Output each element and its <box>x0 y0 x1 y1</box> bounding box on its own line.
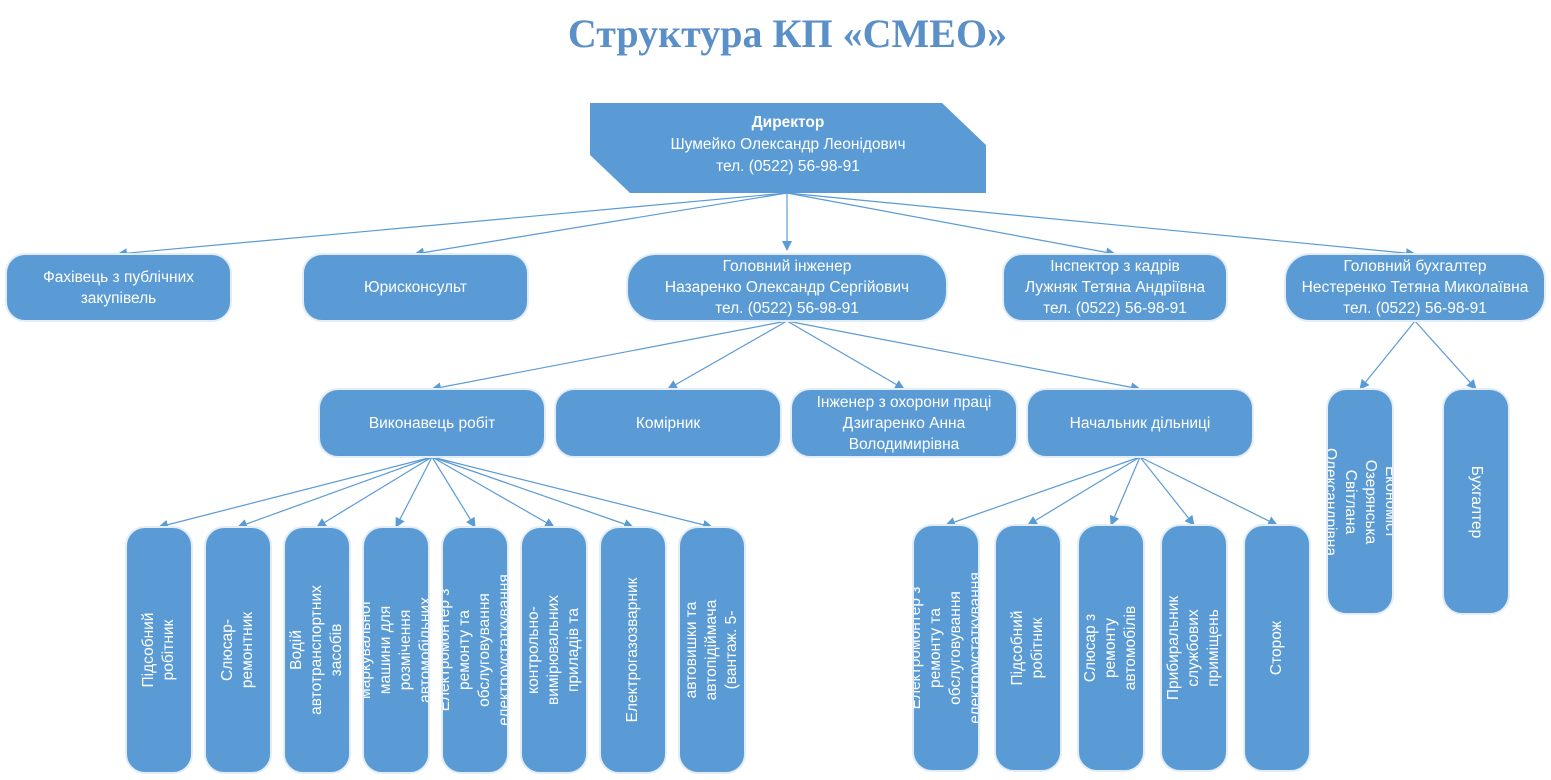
hr-inspector-box: Інспектор з кадрів Лужняк Тетяна Андріїв… <box>1002 253 1228 322</box>
site-staff-box: Прибиральник службових приміщень <box>1160 524 1228 772</box>
director-phone: тел. (0522) 56-98-91 <box>716 158 860 175</box>
economist-box: Економіст Озерянська Світлана Олександрі… <box>1326 388 1394 615</box>
lawyer-label: Юрисконсульт <box>364 279 467 296</box>
foreman-staff-label: Підсобний робітник <box>140 612 177 688</box>
site-staff-label: Сторож <box>1268 620 1285 676</box>
foreman-staff-box: Слюсар-ремонтник <box>204 526 272 774</box>
site-staff-box: Електромонтер з ремонту та обслуговуванн… <box>912 524 980 772</box>
site-staff-box: Сторож <box>1243 524 1311 772</box>
director-box <box>590 103 986 193</box>
foreman-staff-label: Машиніст маркувальної машини для розміче… <box>362 597 430 703</box>
director-role: Директор <box>751 114 825 131</box>
chief-accountant-label: Головний бухгалтер Нестеренко Тетяна Мик… <box>1301 258 1529 317</box>
chief-engineer-box: Головний інженер Назаренко Олександр Сер… <box>626 253 948 322</box>
page-title: Структура КП «СМЕО» <box>567 11 1008 56</box>
director-text: Директор Шумейко Олександр Леонідович те… <box>590 112 986 178</box>
foreman-staff-label: Водій автотранспортних засобів <box>288 585 345 715</box>
foreman-staff-label: Електромонтер з ремонту та обслуговуванн… <box>441 574 509 726</box>
foreman-box: Виконавець робіт <box>318 388 546 458</box>
procurement-specialist-box: Фахівець з публічних закупівель <box>5 253 232 322</box>
site-staff-label: Електромонтер з ремонту та обслуговуванн… <box>912 572 980 724</box>
procurement-specialist-label: Фахівець з публічних закупівель <box>43 268 194 307</box>
chief-engineer-label: Головний інженер Назаренко Олександр Сер… <box>664 258 910 317</box>
foreman-staff-box: Електрогазозварник <box>599 526 667 774</box>
foreman-label: Виконавець робіт <box>368 414 496 432</box>
chief-accountant-box: Головний бухгалтер Нестеренко Тетяна Мик… <box>1284 253 1546 322</box>
site-staff-box: Слюсар з ремонту автомобілів <box>1077 524 1145 772</box>
foreman-staff-label: Слюсар-ремонтник <box>219 611 256 689</box>
foreman-staff-box: Машиніст маркувальної машини для розміче… <box>362 526 430 774</box>
lawyer-box: Юрисконсульт <box>302 253 529 322</box>
site-staff-box: Підсобний робітник <box>994 524 1062 772</box>
site-head-label: Начальник дільниці <box>1069 414 1211 432</box>
storekeeper-label: Комірник <box>635 414 701 432</box>
foreman-staff-label: Електрогазозварник <box>624 577 641 723</box>
foreman-staff-label: Налагоджувальник контрольно-вимірювальни… <box>520 581 588 719</box>
foreman-staff-box: Електромонтер з ремонту та обслуговуванн… <box>441 526 509 774</box>
bookkeeper-label: Бухгалтер <box>1468 465 1485 538</box>
site-head-box: Начальник дільниці <box>1026 388 1254 458</box>
site-staff-label: Прибиральник службових приміщень <box>1165 595 1222 701</box>
foreman-staff-box: Налагоджувальник контрольно-вимірювальни… <box>520 526 588 774</box>
hr-inspector-label: Інспектор з кадрів Лужняк Тетяна Андріїв… <box>1024 258 1206 317</box>
safety-engineer-label: Інженер з охорони праці Дзигаренко Анна … <box>816 393 992 453</box>
foreman-staff-box: Водій автотранспортних засобів <box>283 526 351 774</box>
site-staff-label: Слюсар з ремонту автомобілів <box>1082 605 1139 691</box>
foreman-staff-box: Підсобний робітник <box>125 526 193 774</box>
storekeeper-box: Комірник <box>554 388 782 458</box>
foreman-staff-box: Машиніст автовишки та автопідіймача (ван… <box>678 526 746 774</box>
site-staff-label: Підсобний робітник <box>1009 610 1046 686</box>
safety-engineer-box: Інженер з охорони праці Дзигаренко Анна … <box>790 388 1018 458</box>
economist-label: Економіст Озерянська Світлана Олександрі… <box>1326 447 1394 556</box>
director-name: Шумейко Олександр Леонідович <box>670 136 906 153</box>
foreman-staff-label: Машиніст автовишки та автопідіймача (ван… <box>678 599 744 701</box>
bookkeeper-box: Бухгалтер <box>1442 388 1510 615</box>
